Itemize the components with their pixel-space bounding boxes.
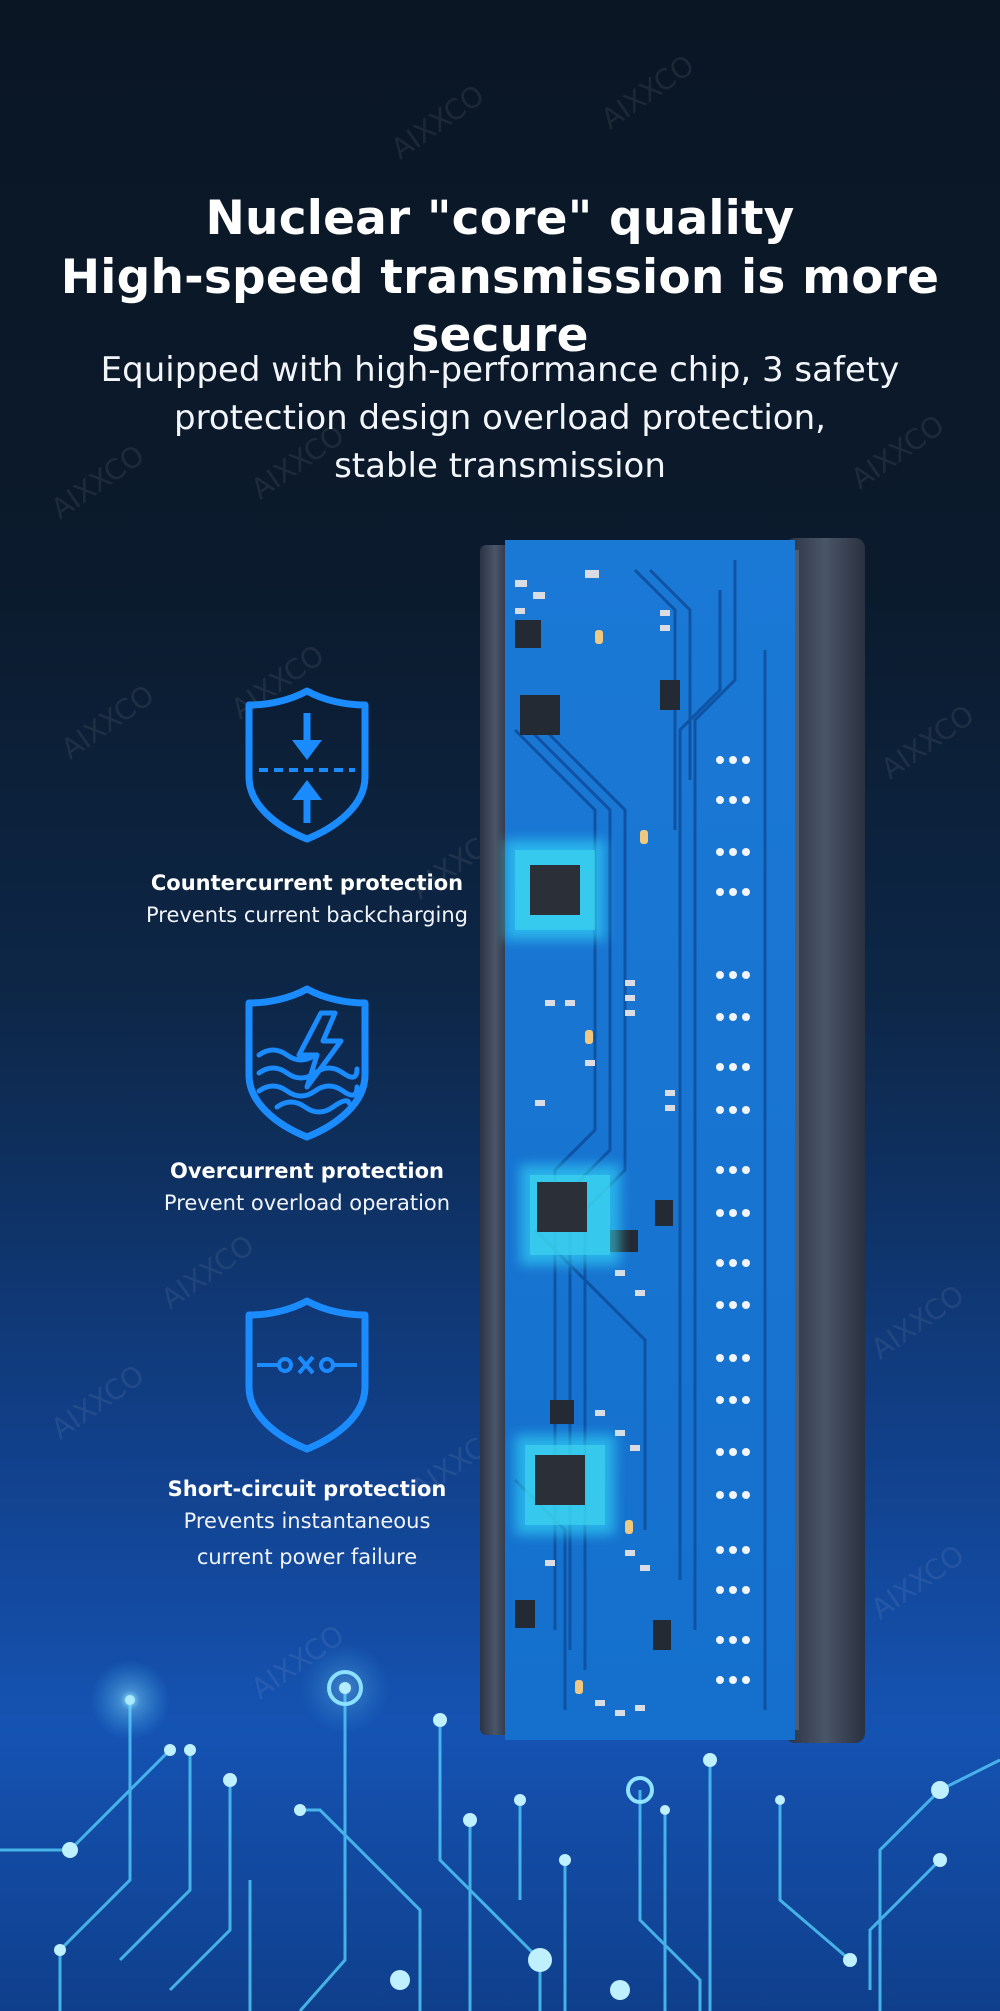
feature-description-line: current power failure — [196, 1545, 418, 1569]
chip-glow-2 — [520, 1165, 620, 1265]
feature-description: Prevent overload operation — [97, 1185, 517, 1221]
feature-short-circuit: Short-circuit protection Prevents instan… — [97, 1295, 517, 1575]
svg-text:AIXXCO: AIXXCO — [385, 78, 490, 165]
feature-description-line: Prevents current backcharging — [145, 903, 469, 927]
shield-lightning-waves-icon — [245, 985, 369, 1141]
svg-text:AIXXCO: AIXXCO — [865, 1278, 970, 1365]
svg-text:AIXXCO: AIXXCO — [865, 1538, 970, 1625]
svg-text:AIXXCO: AIXXCO — [245, 1618, 350, 1705]
subtitle-line-1: Equipped with high-performance chip, 3 s… — [100, 350, 900, 390]
feature-title: Overcurrent protection — [170, 1159, 444, 1183]
subtitle-line-3: stable transmission — [334, 446, 666, 486]
feature-description-line: Prevent overload operation — [163, 1191, 451, 1215]
feature-title: Short-circuit protection — [167, 1477, 447, 1501]
headline-line-2: High-speed transmission is more secure — [60, 250, 940, 363]
feature-countercurrent: Countercurrent protection Prevents curre… — [97, 685, 517, 933]
svg-text:AIXXCO: AIXXCO — [595, 48, 700, 135]
chip-glow-1 — [505, 840, 605, 940]
feature-title: Countercurrent protection — [150, 871, 464, 895]
feature-description: Prevents current backcharging — [97, 897, 517, 933]
feature-overcurrent: Overcurrent protection Prevent overload … — [97, 983, 517, 1221]
feature-description: Prevents instantaneous current power fai… — [97, 1503, 517, 1575]
headline-line-1: Nuclear "core" quality — [205, 191, 795, 246]
feature-description-line: Prevents instantaneous — [183, 1509, 431, 1533]
chip-glow-3 — [515, 1435, 615, 1535]
shield-arrows-icon — [245, 687, 369, 843]
svg-text:AIXXCO: AIXXCO — [875, 698, 980, 785]
subtitle-line-2: protection design overload protection, — [174, 398, 826, 438]
device-pcb-illustration — [480, 538, 865, 1743]
shield-circuit-break-icon — [245, 1297, 369, 1453]
